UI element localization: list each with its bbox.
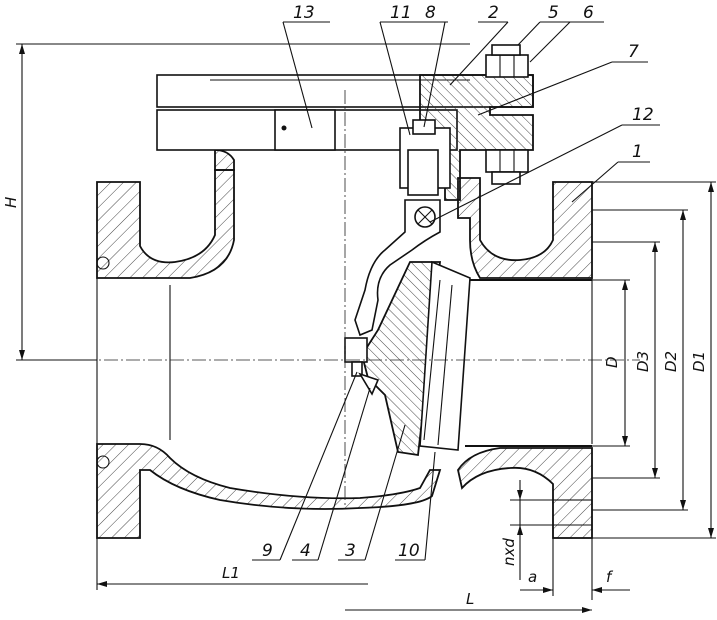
dim-label-d: D: [603, 356, 621, 368]
part-label-12: 12: [632, 105, 654, 125]
dimension-arrows: [19, 44, 714, 613]
dim-label-a: a: [528, 568, 537, 586]
dim-label-d2: D2: [662, 351, 680, 372]
disc: [344, 260, 471, 457]
part-label-8: 8: [425, 3, 436, 23]
dim-label-l1: L1: [222, 564, 240, 582]
cover-bolt: [485, 44, 529, 185]
hinge-block: [399, 119, 451, 196]
center-lines: [60, 90, 640, 505]
dimension-lines: [16, 43, 716, 611]
disc-arm: [354, 199, 441, 337]
bore-lines: [96, 256, 593, 539]
valve-body: [96, 149, 593, 539]
part-label-2: 2: [488, 3, 499, 23]
part-label-7: 7: [628, 42, 639, 62]
dim-label-l: L: [466, 590, 474, 608]
dim-label-d3: D3: [634, 351, 652, 372]
part-label-3: 3: [345, 541, 356, 561]
part-label-1: 1: [632, 142, 643, 162]
part-label-11: 11: [390, 3, 412, 23]
part-label-10: 10: [398, 541, 420, 561]
dim-label-h: H: [2, 197, 20, 208]
dim-label-nxd: nxd: [500, 538, 518, 566]
label-leaders: [252, 21, 660, 561]
part-label-4: 4: [300, 541, 311, 561]
dim-label-f: f: [606, 568, 614, 586]
part-label-13: 13: [293, 3, 315, 23]
part-label-5: 5: [548, 3, 559, 23]
part-label-9: 9: [262, 541, 273, 561]
part-label-6: 6: [583, 3, 594, 23]
dim-label-d1: D1: [690, 351, 708, 372]
